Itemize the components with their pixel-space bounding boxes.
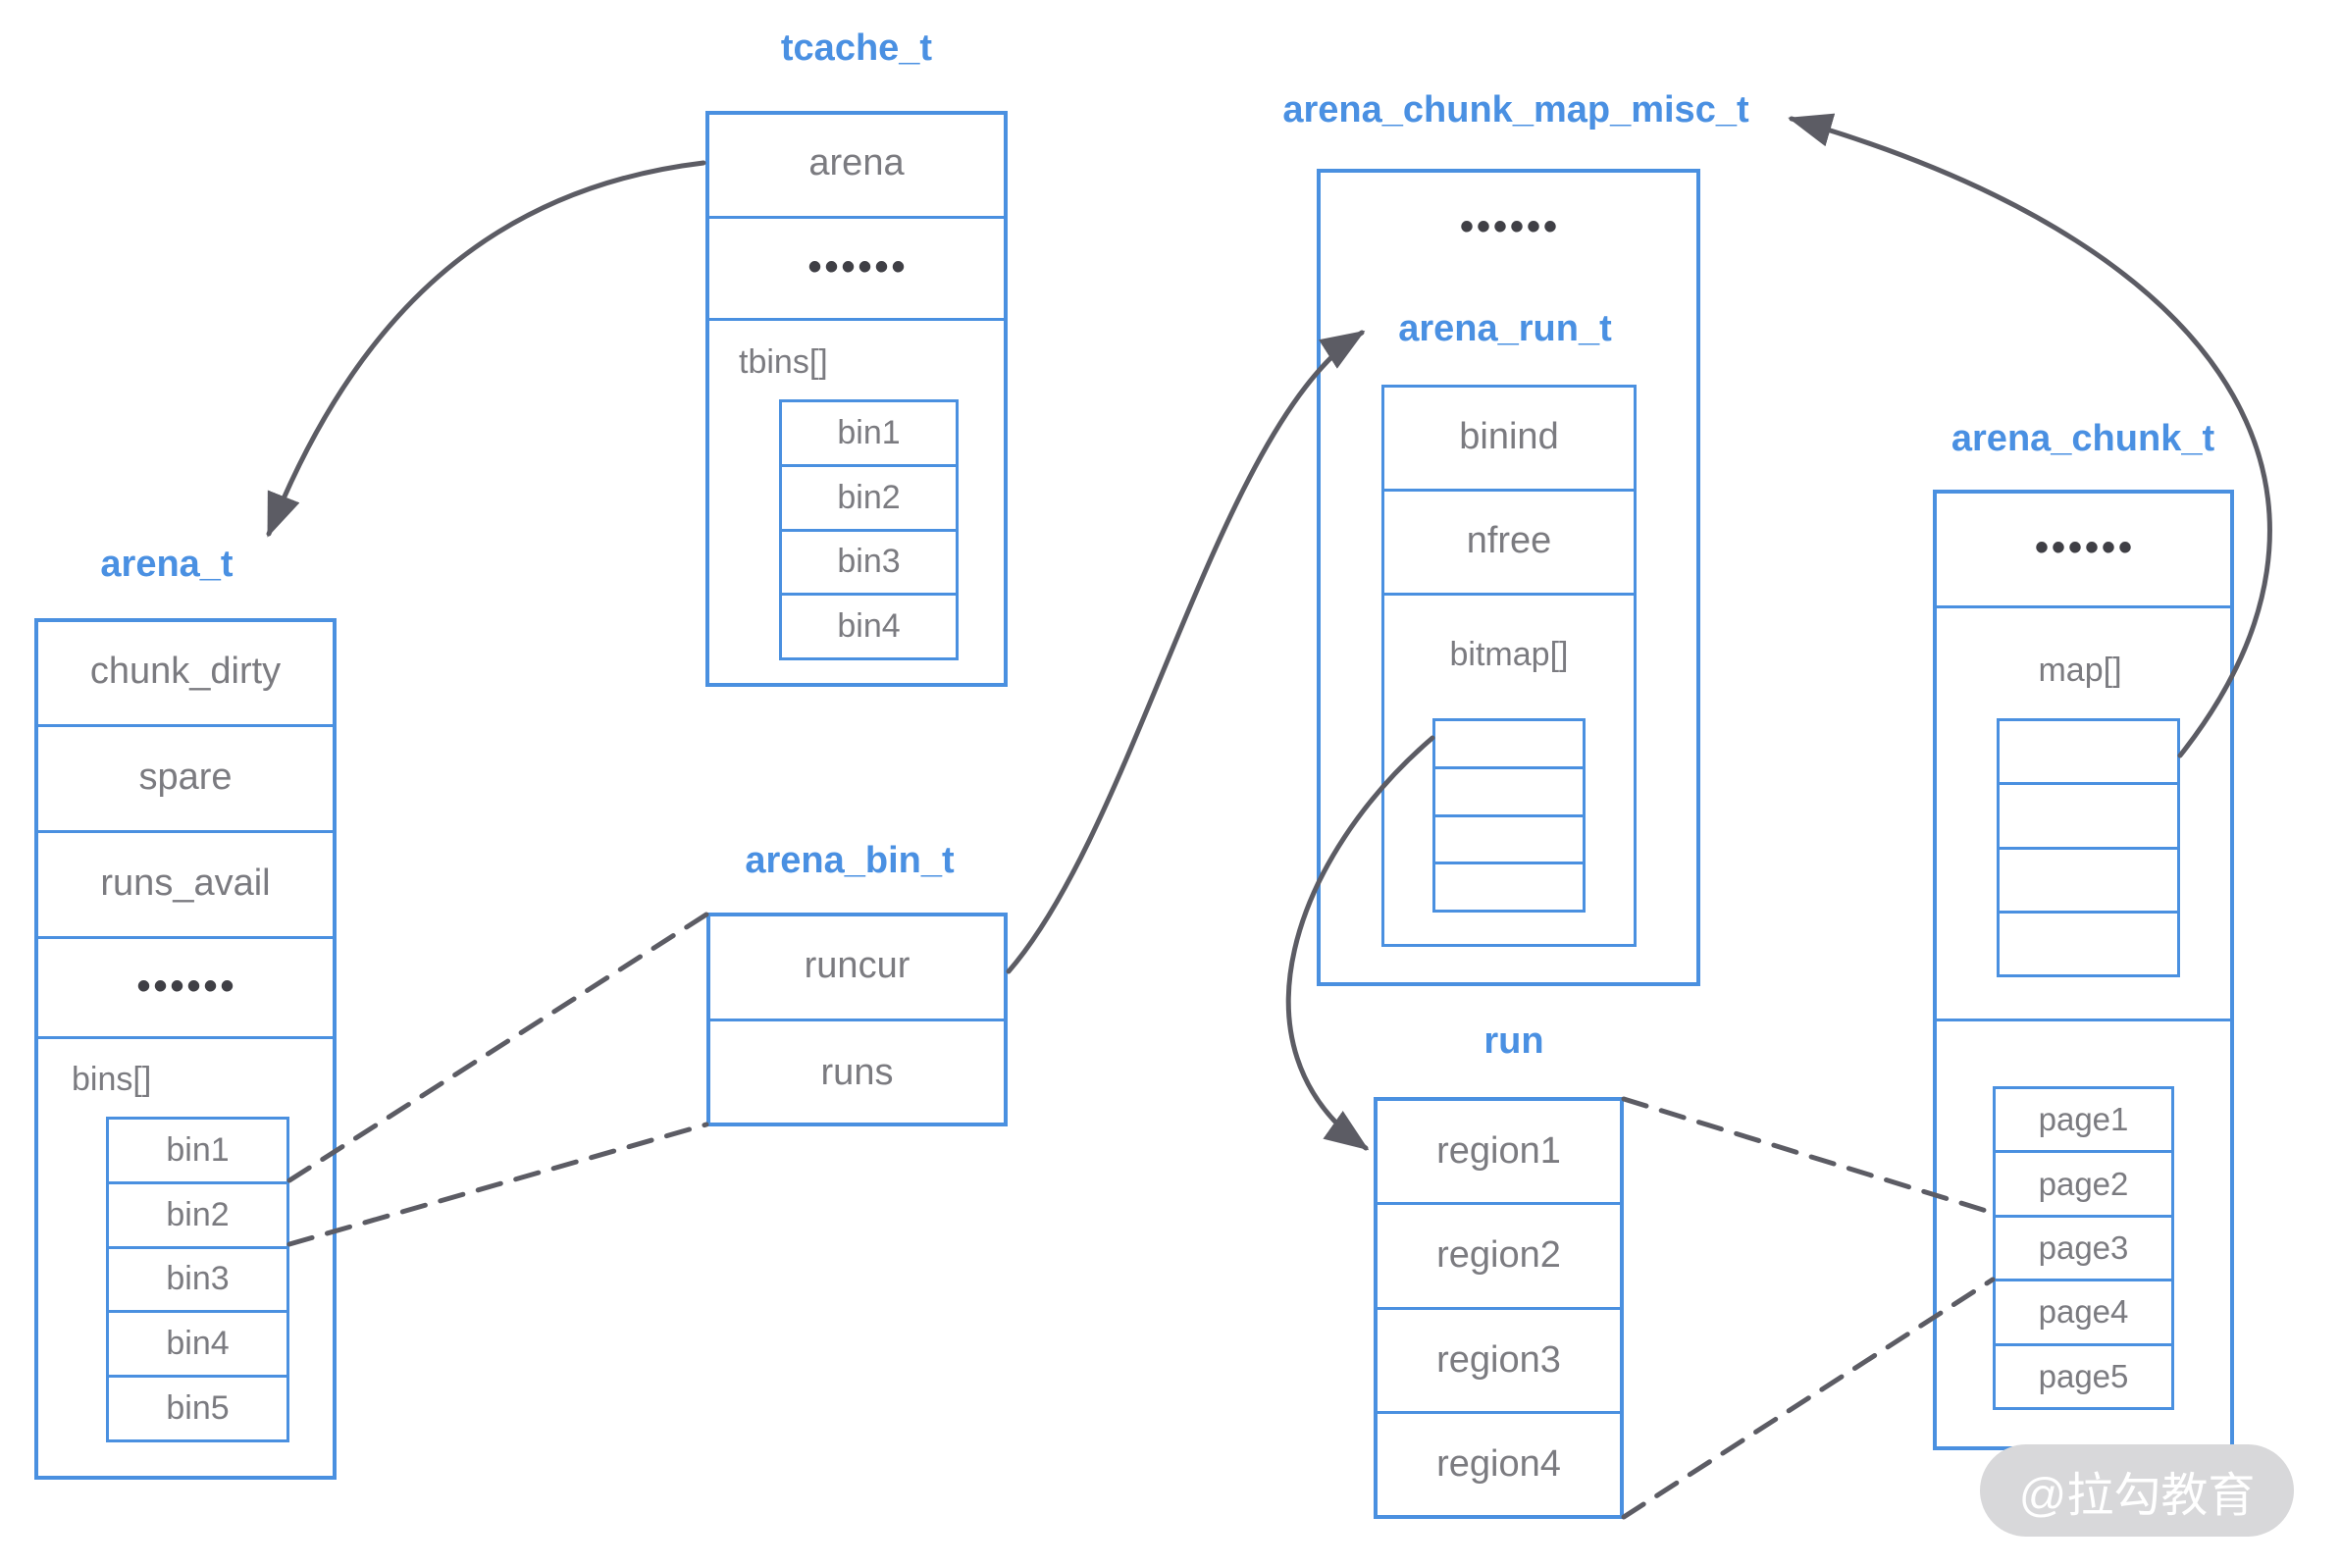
bins-row: bin1 [166,1130,230,1169]
run-table: region1 region2 region3 region4 [1374,1097,1624,1519]
tbins-row: bin3 [782,528,956,594]
run-region-row: region4 [1378,1410,1620,1515]
map-cell [2000,910,2177,974]
arrow-tcache-arena-to-arena-t [266,160,706,538]
bins-row: bin3 [109,1245,286,1311]
arena-bin-field-runcur: runcur [804,944,910,986]
divider [34,724,337,727]
arena-run-field-binind: binind [1459,415,1559,457]
map-cell [2000,846,2177,911]
page-row: page2 [1996,1150,2171,1214]
page-row: page5 [1996,1342,2171,1407]
tbins-row: bin1 [837,413,901,451]
arena-bin-field-runs: runs [820,1051,894,1093]
bins-table: bin1 bin2 bin3 bin4 bin5 [106,1117,289,1442]
divider [34,830,337,833]
run-title: run [1483,1020,1544,1062]
pages-table: page1 page2 page3 page4 page5 [1993,1086,2174,1410]
bitmap-label: bitmap[] [1449,636,1569,673]
tbins-row: bin2 [782,463,956,529]
divider [1381,489,1637,492]
tcache-box [705,111,1008,687]
tcache-title: tcache_t [780,27,933,69]
arena-run-field-nfree: nfree [1466,519,1552,561]
divider [706,1019,1008,1021]
bins-label: bins[] [72,1061,152,1098]
map-label: map[] [2038,652,2122,689]
arena-run-box [1381,385,1637,947]
page-row: page4 [1996,1279,2171,1342]
bitmap-table [1432,718,1586,913]
ellipsis-row: •••••• [807,244,909,288]
divider [1381,593,1637,596]
divider [1933,1019,2234,1021]
page-row: page1 [2038,1101,2129,1138]
ellipsis-row: •••••• [2034,525,2136,569]
arena-title: arena_t [100,544,234,585]
bins-row: bin2 [109,1180,286,1246]
arena-chunk-title: arena_chunk_t [1951,418,2215,459]
ellipsis-row: •••••• [136,964,237,1008]
arena-bin-title: arena_bin_t [745,840,955,881]
watermark-badge: @拉勾教育 [1980,1444,2294,1537]
arrow-runcur-to-arena-run-t [1006,330,1366,974]
divider [34,1036,337,1039]
bitmap-cell [1435,813,1583,862]
bitmap-cell [1435,765,1583,814]
bins-row: bin4 [109,1310,286,1375]
tbins-row: bin4 [782,593,956,657]
run-region-row: region1 [1436,1130,1561,1173]
arena-field-runs-avail: runs_avail [100,862,271,904]
dashed-bin1-to-arena-bin [286,912,709,1183]
map-cell [2000,721,2177,782]
bitmap-cell [1435,721,1583,766]
map-table [1997,718,2180,977]
arena-field-spare: spare [138,756,233,798]
dashed-bin2-to-arena-bin [286,1122,709,1247]
divider [1933,605,2234,608]
tbins-table: bin1 bin2 bin3 bin4 [779,399,959,660]
divider [34,936,337,939]
run-region-row: region3 [1378,1306,1620,1411]
divider [705,318,1008,321]
tbins-label: tbins[] [739,343,828,381]
page-row: page3 [1996,1214,2171,1279]
bins-row: bin5 [109,1375,286,1439]
map-cell [2000,782,2177,846]
bitmap-cell [1435,862,1583,910]
run-region-row: region2 [1378,1202,1620,1306]
chunk-map-misc-title: arena_chunk_map_misc_t [1282,89,1749,131]
arena-run-title: arena_run_t [1398,308,1612,349]
ellipsis-row: •••••• [1459,204,1561,248]
tcache-field-arena: arena [808,142,905,183]
divider [705,216,1008,219]
arena-field-chunk-dirty: chunk_dirty [89,650,282,692]
